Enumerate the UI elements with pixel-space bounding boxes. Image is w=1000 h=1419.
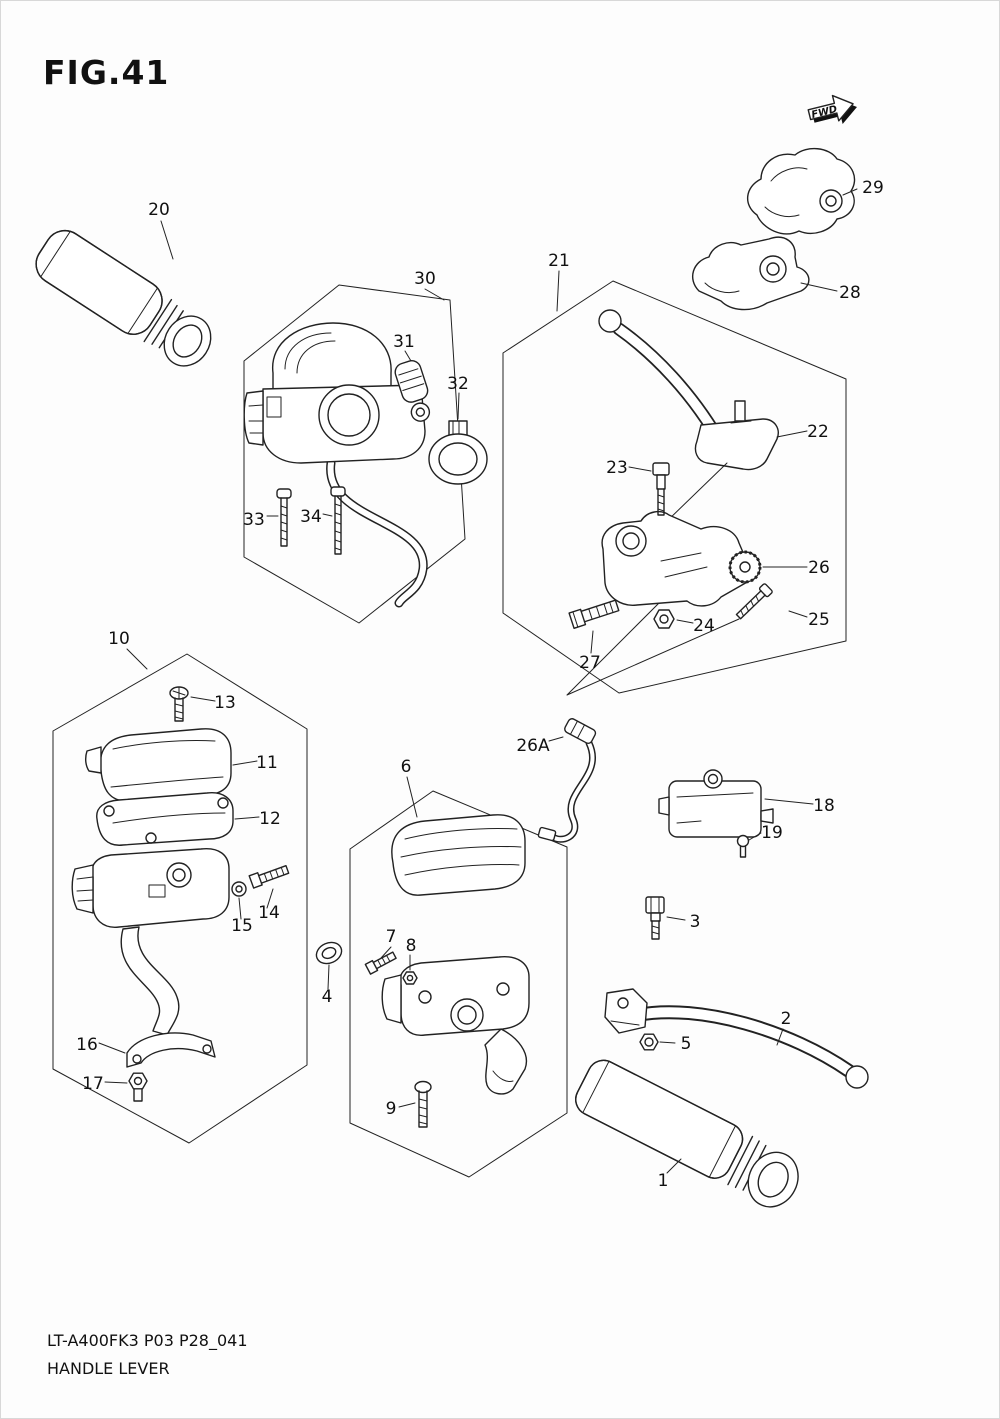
figure-title: FIG.41 bbox=[43, 53, 170, 92]
part-23-bolt bbox=[652, 462, 670, 516]
part-label-18: 18 bbox=[813, 796, 835, 816]
part-label-29: 29 bbox=[862, 178, 884, 198]
part-20-grip bbox=[35, 229, 212, 367]
part-label-12: 12 bbox=[259, 809, 281, 829]
part-label-34: 34 bbox=[300, 507, 322, 527]
part-label-13: 13 bbox=[214, 693, 236, 713]
part-label-20: 20 bbox=[148, 200, 170, 220]
part-26-adjuster bbox=[728, 550, 762, 584]
part-6-cover bbox=[391, 814, 526, 896]
part-label-31: 31 bbox=[393, 332, 415, 352]
part-label-23: 23 bbox=[606, 458, 628, 478]
footer-figure-name: HANDLE LEVER bbox=[47, 1359, 170, 1378]
part-1-grip bbox=[575, 1059, 799, 1208]
part-32-ring bbox=[428, 420, 488, 485]
group-outlines bbox=[52, 280, 847, 1178]
part-label-32: 32 bbox=[447, 374, 469, 394]
part-29-lever-boot bbox=[747, 148, 856, 235]
part-label-26: 26 bbox=[808, 558, 830, 578]
group-21-outline bbox=[502, 280, 847, 694]
part-16-clamp bbox=[126, 1032, 216, 1068]
part-6-case-body bbox=[381, 956, 530, 1095]
part-9-screw bbox=[414, 1080, 432, 1128]
part-3-bolt bbox=[645, 896, 665, 940]
part-2-lever bbox=[604, 988, 869, 1089]
part-19-screw bbox=[736, 834, 750, 858]
part-13-screw bbox=[169, 686, 189, 722]
part-label-28: 28 bbox=[839, 283, 861, 303]
part-11-cover bbox=[84, 728, 232, 802]
part-7-screw bbox=[364, 951, 397, 975]
part-10-switch-case bbox=[71, 848, 230, 1036]
group-10-outline bbox=[52, 653, 308, 1144]
part-33-screw bbox=[276, 488, 292, 547]
part-12-gasket bbox=[96, 792, 234, 846]
part-label-4: 4 bbox=[322, 987, 333, 1007]
part-22-brake-lever bbox=[598, 309, 779, 471]
leader-lines bbox=[98, 188, 858, 1174]
part-18-switch bbox=[658, 769, 774, 838]
part-label-30: 30 bbox=[414, 269, 436, 289]
part-34-screw bbox=[330, 486, 346, 555]
group-6-outline bbox=[349, 790, 568, 1178]
part-label-3: 3 bbox=[690, 912, 701, 932]
part-label-1: 1 bbox=[658, 1171, 669, 1191]
part-label-14: 14 bbox=[258, 903, 280, 923]
part-label-21: 21 bbox=[548, 251, 570, 271]
part-label-17: 17 bbox=[82, 1074, 104, 1094]
part-label-6: 6 bbox=[401, 757, 412, 777]
footer: LT-A400FK3 P03 P28_041 HANDLE LEVER bbox=[47, 1327, 248, 1383]
part-label-11: 11 bbox=[256, 753, 278, 773]
part-26a-cable bbox=[537, 718, 597, 843]
part-17-bolt bbox=[128, 1072, 148, 1102]
part-5-nut bbox=[639, 1033, 659, 1051]
part-label-7: 7 bbox=[386, 927, 397, 947]
footer-model-code: LT-A400FK3 P03 P28_041 bbox=[47, 1331, 248, 1350]
part-24-nut bbox=[653, 609, 675, 629]
part-label-5: 5 bbox=[681, 1034, 692, 1054]
part-label-24: 24 bbox=[693, 616, 715, 636]
fwd-arrow-shape bbox=[807, 94, 854, 122]
part-4-ring bbox=[315, 941, 343, 965]
part-30-switch-housing bbox=[243, 322, 428, 608]
group-30-outline bbox=[243, 284, 466, 624]
part-label-15: 15 bbox=[231, 916, 253, 936]
part-label-9: 9 bbox=[386, 1099, 397, 1119]
part-label-26a: 26A bbox=[516, 736, 550, 756]
part-label-8: 8 bbox=[406, 936, 417, 956]
part-31-dimmer-switch bbox=[394, 360, 431, 422]
part-28-lever-holder bbox=[691, 236, 810, 311]
part-label-10: 10 bbox=[108, 629, 130, 649]
part-label-16: 16 bbox=[76, 1035, 98, 1055]
part-27-bolt bbox=[568, 599, 620, 630]
part-15-washer bbox=[231, 881, 247, 897]
part-label-22: 22 bbox=[807, 422, 829, 442]
part-label-33: 33 bbox=[243, 510, 265, 530]
part-8-nut bbox=[402, 971, 418, 985]
part-label-2: 2 bbox=[781, 1009, 792, 1029]
part-14-screw bbox=[248, 864, 290, 889]
part-25-screw bbox=[735, 583, 773, 620]
part-label-25: 25 bbox=[808, 610, 830, 630]
part-label-27: 27 bbox=[579, 653, 601, 673]
part-label-19: 19 bbox=[761, 823, 783, 843]
fwd-arrow: FWD bbox=[807, 94, 857, 124]
part-labels: 20 30 31 32 21 29 28 22 23 33 34 26 25 2… bbox=[76, 178, 884, 1191]
